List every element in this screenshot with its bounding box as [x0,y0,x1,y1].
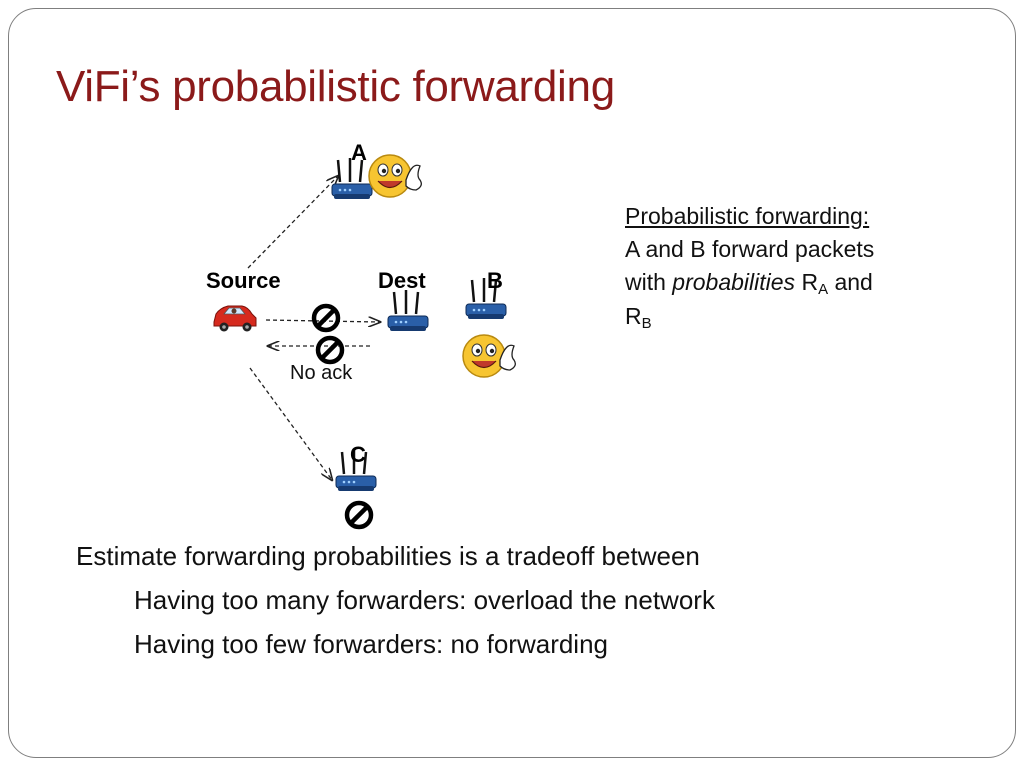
no-sign-ack-icon [318,338,342,362]
slide-title: ViFi’s probabilistic forwarding [56,62,615,111]
bullet-main: Estimate forwarding probabilities is a t… [76,541,700,571]
note-heading: Probabilistic forwarding: [625,203,870,229]
subscript-a: A [818,280,829,298]
node-source-label: Source [206,268,281,293]
note-line1: A and B forward packets [625,235,875,262]
note-line3: RB [625,303,652,333]
node-dest-label: Dest [378,268,426,293]
arrow-source-to-a [247,176,338,269]
smiley-a-icon [368,154,423,198]
no-ack-label: No ack [290,362,353,384]
no-sign-data-icon [314,306,338,330]
node-a-label: A [351,140,367,165]
bullet-too-many: Having too many forwarders: overload the… [134,585,715,615]
note-line2: with probabilities RA and [625,268,873,298]
probabilistic-forwarding-note: Probabilistic forwarding: A and B forwar… [625,200,955,335]
note-probabilities-word: probabilities [672,268,796,295]
smiley-b-icon [462,334,517,378]
no-sign-c-icon [347,503,371,527]
node-b-label: B [487,268,503,293]
arrow-source-to-c [249,367,332,480]
slide-frame [8,8,1016,758]
node-c-label: C [350,442,366,467]
car-icon [213,305,257,332]
router-dest-icon [386,288,430,333]
bullet-too-few: Having too few forwarders: no forwarding [134,629,609,659]
subscript-b: B [641,315,652,333]
tradeoff-bullets: Estimate forwarding probabilities is a t… [76,538,715,670]
